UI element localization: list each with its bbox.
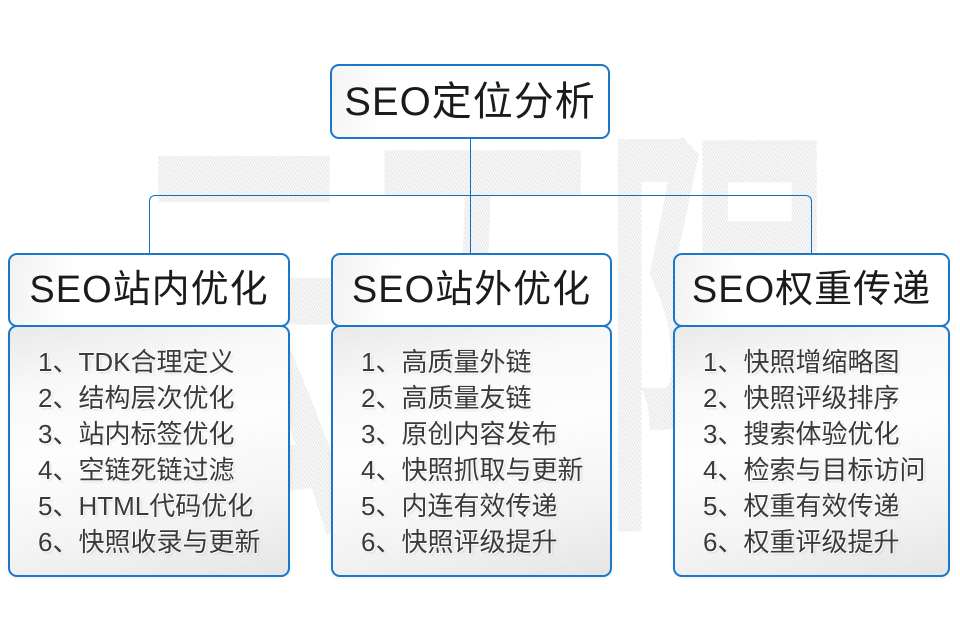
- root-node: SEO定位分析: [330, 64, 610, 139]
- list-item: 4、快照抓取与更新: [361, 455, 584, 485]
- list-item: 2、结构层次优化: [38, 383, 235, 413]
- connector-left-elbow-line: [149, 195, 472, 254]
- list-item: 3、站内标签优化: [38, 419, 235, 449]
- branch-header-box: SEO权重传递: [673, 253, 950, 327]
- list-item: 5、权重有效传递: [703, 491, 900, 521]
- branch-item-panel: 1、TDK合理定义 2、结构层次优化 3、站内标签优化 4、空链死链过滤 5、HTML代…: [8, 325, 290, 577]
- list-item: 2、快照评级排序: [703, 383, 900, 413]
- branch-title: SEO权重传递: [691, 269, 932, 311]
- branch-header-box: SEO站外优化: [331, 253, 612, 327]
- list-item: 3、搜索体验优化: [703, 419, 900, 449]
- branch-item-list: 1、TDK合理定义 2、结构层次优化 3、站内标签优化 4、空链死链过滤 5、HTML代…: [10, 327, 288, 560]
- list-item: 2、高质量友链: [361, 383, 532, 413]
- branch-title: SEO站内优化: [29, 269, 269, 311]
- branch-item-list: 1、高质量外链 2、高质量友链 3、原创内容发布 4、快照抓取与更新 5、内连有效传递 6…: [333, 327, 610, 560]
- branch-title: SEO站外优化: [351, 269, 592, 311]
- list-item: 4、检索与目标访问: [703, 455, 926, 485]
- list-item: 6、权重评级提升: [703, 527, 900, 557]
- branch-header-box: SEO站内优化: [8, 253, 290, 327]
- list-item: 1、TDK合理定义: [38, 347, 235, 377]
- list-item: 5、内连有效传递: [361, 491, 558, 521]
- branch-item-panel: 1、高质量外链 2、高质量友链 3、原创内容发布 4、快照抓取与更新 5、内连有效传递 6…: [331, 325, 612, 577]
- branch-column: SEO权重传递 1、快照增缩略图 2、快照评级排序 3、搜索体验优化 4、检索与目标访…: [673, 253, 950, 577]
- list-item: 6、快照收录与更新: [38, 527, 261, 557]
- branch-column: SEO站内优化 1、TDK合理定义 2、结构层次优化 3、站内标签优化 4、空链死链过…: [8, 253, 290, 577]
- list-item: 4、空链死链过滤: [38, 455, 235, 485]
- branch-column: SEO站外优化 1、高质量外链 2、高质量友链 3、原创内容发布 4、快照抓取与更新 5…: [331, 253, 612, 577]
- branch-item-list: 1、快照增缩略图 2、快照评级排序 3、搜索体验优化 4、检索与目标访问 5、权重有效传…: [675, 327, 948, 560]
- list-item: 5、HTML代码优化: [38, 491, 254, 521]
- list-item: 6、快照评级提升: [361, 527, 558, 557]
- list-item: 1、快照增缩略图: [703, 347, 900, 377]
- root-node-label: SEO定位分析: [344, 79, 596, 124]
- list-item: 1、高质量外链: [361, 347, 532, 377]
- branch-item-panel: 1、快照增缩略图 2、快照评级排序 3、搜索体验优化 4、检索与目标访问 5、权重有效传…: [673, 325, 950, 577]
- list-item: 3、原创内容发布: [361, 419, 558, 449]
- connector-right-elbow-line: [471, 195, 812, 254]
